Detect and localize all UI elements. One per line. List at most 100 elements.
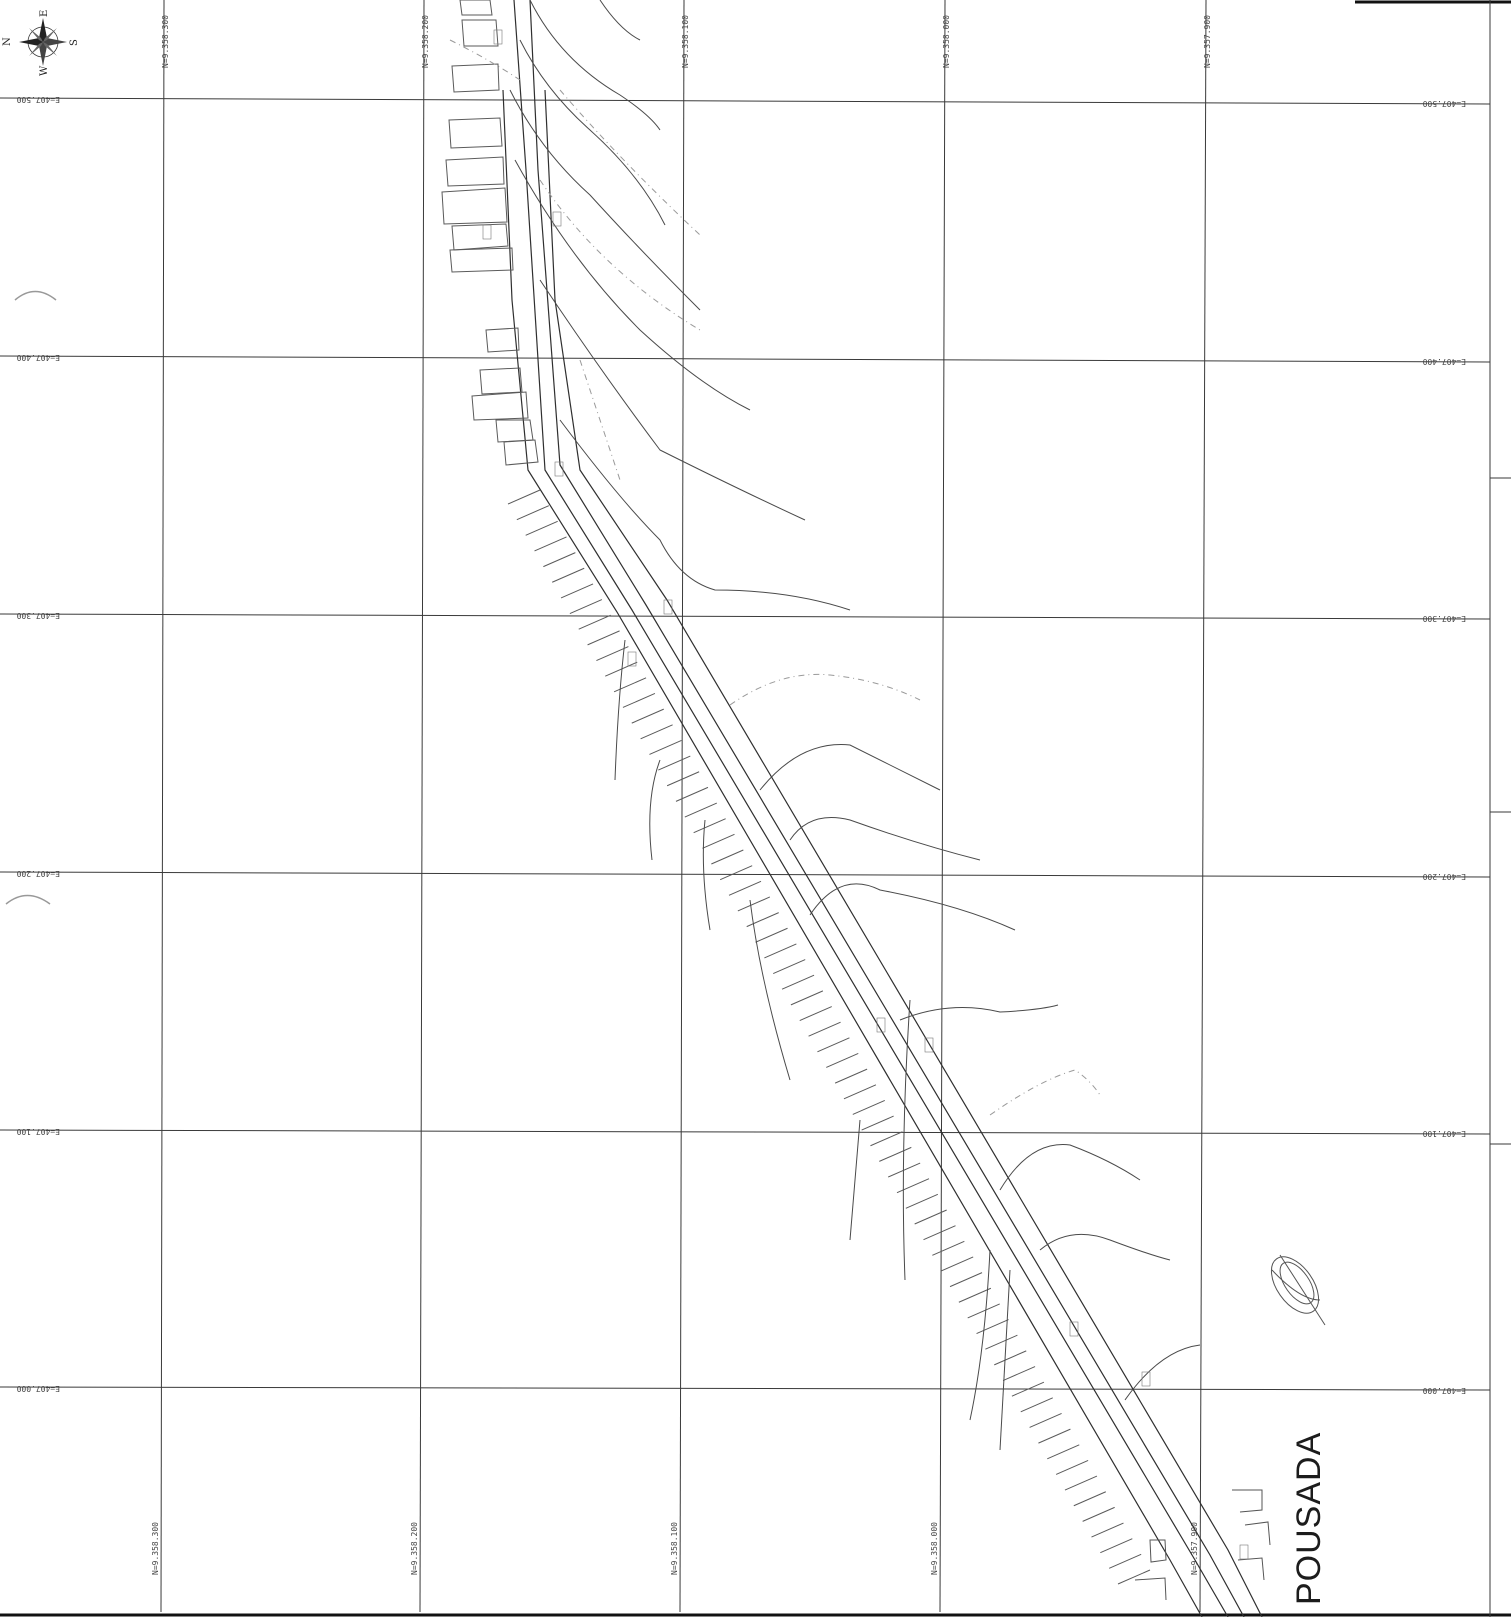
lot-frontage-tick <box>940 1256 974 1272</box>
northing-label: N=9.357.900 <box>1190 1522 1199 1575</box>
northing-line <box>679 0 685 1613</box>
lot-frontage-tick <box>1082 1506 1115 1522</box>
northing-labels-top: N=9.358.300 N=9.358.200 N=9.358.100 N=9.… <box>161 15 1212 68</box>
northing-label: N=9.358.000 <box>930 1522 939 1575</box>
lot-frontage-tick <box>1002 1366 1036 1381</box>
lot-frontage-tick <box>702 833 735 849</box>
lot-frontage-tick <box>728 880 762 896</box>
northing-label: N=9.358.200 <box>421 15 430 68</box>
lot-frontage-tick <box>967 1303 1000 1319</box>
compass-s: S <box>69 39 80 46</box>
northing-label: N=9.358.100 <box>670 1522 679 1575</box>
northing-labels-bottom: N=9.358.300 N=9.358.200 N=9.358.100 N=9.… <box>151 1522 1199 1575</box>
lot-frontage-tick <box>534 536 567 552</box>
easting-line <box>0 613 1491 620</box>
lot-frontage-tick <box>923 1225 956 1241</box>
lot-frontage-tick <box>684 802 718 818</box>
lot-frontage-tick <box>1029 1413 1062 1428</box>
lot-frontage-tick <box>1020 1397 1053 1413</box>
lot-frontage-tick <box>843 1084 877 1100</box>
lot-frontage-tick <box>649 739 682 755</box>
station-annotations <box>482 29 1249 1560</box>
lot-frontage-tick <box>870 1131 903 1147</box>
road-corridor <box>502 0 1263 1617</box>
lot-frontage-tick <box>994 1350 1027 1366</box>
lot-frontage-tick <box>799 1006 832 1021</box>
lot-frontage-tick <box>675 786 709 802</box>
lot-frontage-tick <box>525 520 558 536</box>
northing-label: N=9.358.100 <box>681 15 690 68</box>
road-edge <box>513 0 1229 1617</box>
lot-frontage-tick <box>622 693 656 708</box>
easting-label: E=407.200 <box>16 869 60 878</box>
lot-frontage-tick <box>914 1209 947 1225</box>
easting-label: E=407.100 <box>16 1127 60 1136</box>
lot-frontage-tick <box>569 599 603 615</box>
lot-frontage-tick <box>560 583 594 599</box>
lot-frontage-tick <box>773 959 806 975</box>
lot-frontage-tick <box>507 489 541 505</box>
easting-line <box>0 871 1491 878</box>
easting-label: E=407.000 <box>1422 1386 1466 1395</box>
northing-label: N=9.358.300 <box>161 15 170 68</box>
northing-line <box>160 0 165 1613</box>
lot-frontage-tick <box>834 1068 868 1084</box>
lot-frontage-tick <box>958 1287 992 1303</box>
lot-frontage-tick <box>666 771 700 787</box>
place-label-pousada: POUSADA <box>1290 1432 1328 1605</box>
lot-frontage-tick <box>755 927 788 943</box>
lot-frontage-tick <box>1038 1428 1071 1444</box>
binding-hole-mark <box>14 290 57 301</box>
lot-frontage-tick <box>640 724 673 740</box>
easting-label: E=407.400 <box>1422 357 1466 366</box>
compass-e: E <box>39 10 50 17</box>
lot-frontage-tick <box>1091 1522 1124 1538</box>
lot-frontage-tick <box>543 552 576 568</box>
northing-label: N=9.358.200 <box>410 1522 419 1575</box>
northing-line <box>419 0 425 1613</box>
easting-label: E=407.500 <box>16 95 60 104</box>
lot-frontage-tick <box>1047 1444 1080 1460</box>
parcel-lots <box>441 0 539 466</box>
buildings <box>1134 1489 1271 1601</box>
lot-frontage-tick <box>693 818 726 834</box>
northing-line <box>1199 0 1207 1613</box>
compass-n: N <box>2 37 13 46</box>
lot-frontage-tick <box>587 630 620 646</box>
lot-frontage-tick <box>932 1240 965 1256</box>
lot-frontage-tick <box>879 1146 912 1162</box>
lot-frontage-tick <box>1055 1459 1089 1475</box>
road-edge <box>502 89 1203 1617</box>
easting-label: E=407.300 <box>1422 614 1466 623</box>
road-edge <box>544 89 1263 1617</box>
lot-frontage-tick <box>578 614 611 630</box>
easting-line <box>0 355 1491 363</box>
lot-frontage-tick <box>516 505 550 521</box>
lot-frontage-tick <box>1011 1381 1045 1397</box>
easting-line <box>0 97 1491 105</box>
easting-line <box>0 1386 1491 1391</box>
lot-frontage-tick <box>658 755 691 771</box>
easting-label: E=407.100 <box>1422 1129 1466 1138</box>
easting-label: E=407.400 <box>16 353 60 362</box>
lot-frontage-tick <box>1108 1553 1142 1569</box>
lot-frontage-tick <box>852 1099 885 1115</box>
contour-lines <box>449 0 1201 1451</box>
lot-frontage-tick <box>887 1162 921 1178</box>
lot-frontage-tick <box>631 708 664 724</box>
lot-frontage-ticks <box>507 489 1151 1585</box>
northing-label: N=9.357.900 <box>1203 15 1212 68</box>
easting-label: E=407.000 <box>16 1384 60 1393</box>
lot-frontage-tick <box>861 1115 894 1131</box>
lot-frontage-tick <box>719 865 753 881</box>
compass-rose-icon: N E S W <box>2 10 80 76</box>
northing-grid <box>160 0 1207 1613</box>
easting-line <box>0 1129 1491 1135</box>
lot-frontage-tick <box>711 849 744 865</box>
northing-label: N=9.358.300 <box>151 1522 160 1575</box>
easting-labels-left: E=407.500 E=407.400 E=407.300 E=407.200 … <box>16 95 60 1393</box>
lot-frontage-tick <box>817 1037 850 1053</box>
road-edge <box>529 0 1245 1617</box>
lot-frontage-tick <box>896 1178 930 1194</box>
